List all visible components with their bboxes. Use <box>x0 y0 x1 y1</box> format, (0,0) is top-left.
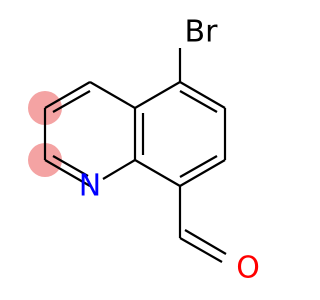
bond-c8-c8a <box>134 159 181 187</box>
bond-c5-c6-double <box>179 90 218 113</box>
bond-c8a-n1 <box>102 159 136 180</box>
bond-c3-c4-double <box>52 90 91 113</box>
atom-label-n: N <box>79 169 101 204</box>
molecule-diagram: Br N O <box>28 15 260 286</box>
atom-label-o: O <box>236 251 260 286</box>
bond-n1-c2-double <box>52 155 89 177</box>
bond-cho-o <box>179 237 223 263</box>
bond-c7-c8 <box>179 159 226 187</box>
bond-c4-c4a <box>89 81 136 109</box>
bond-c7-c8-double <box>179 155 218 178</box>
bond-c5-c6 <box>179 81 226 109</box>
bond-c4a-c5 <box>134 81 181 109</box>
bond-n1-c2 <box>44 159 91 187</box>
atom-label-br: Br <box>185 15 219 50</box>
bond-c3-c4 <box>44 81 91 109</box>
bond-cho-o-double <box>184 229 227 255</box>
